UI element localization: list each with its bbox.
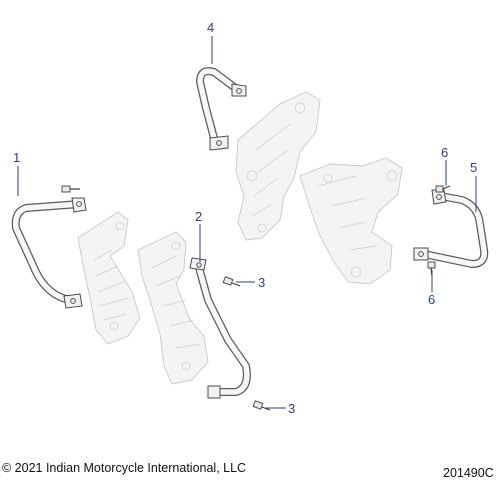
leader-lines [17,36,477,409]
callout-6-lower: 6 [428,292,435,307]
callout-5: 5 [470,160,477,175]
callout-3-lower: 3 [288,401,295,416]
part-3-bolt-upper [222,276,241,287]
left-rear-bracket-ghost [77,211,141,345]
part-5-right-crash-bar [413,189,489,268]
right-frame-plate-ghost [299,157,403,285]
copyright-notice: © 2021 Indian Motorcycle International, … [2,461,247,475]
callout-6-upper: 6 [441,145,448,160]
diagram-id: 201490C [443,466,494,480]
callout-4: 4 [207,20,214,35]
part-3-bolt-lower [252,400,271,411]
center-frame-plate-ghost [235,91,321,241]
part-1-left-crash-bar [11,185,87,309]
left-front-bracket-ghost [137,231,209,385]
callout-3-upper: 3 [258,275,265,290]
callout-1: 1 [13,150,20,165]
part-4-upper-handle [196,67,247,151]
callout-2: 2 [195,209,202,224]
bolt-fastener [61,185,80,193]
part-6-bolt-upper [435,185,451,193]
part-2-lower-guard [189,257,251,399]
